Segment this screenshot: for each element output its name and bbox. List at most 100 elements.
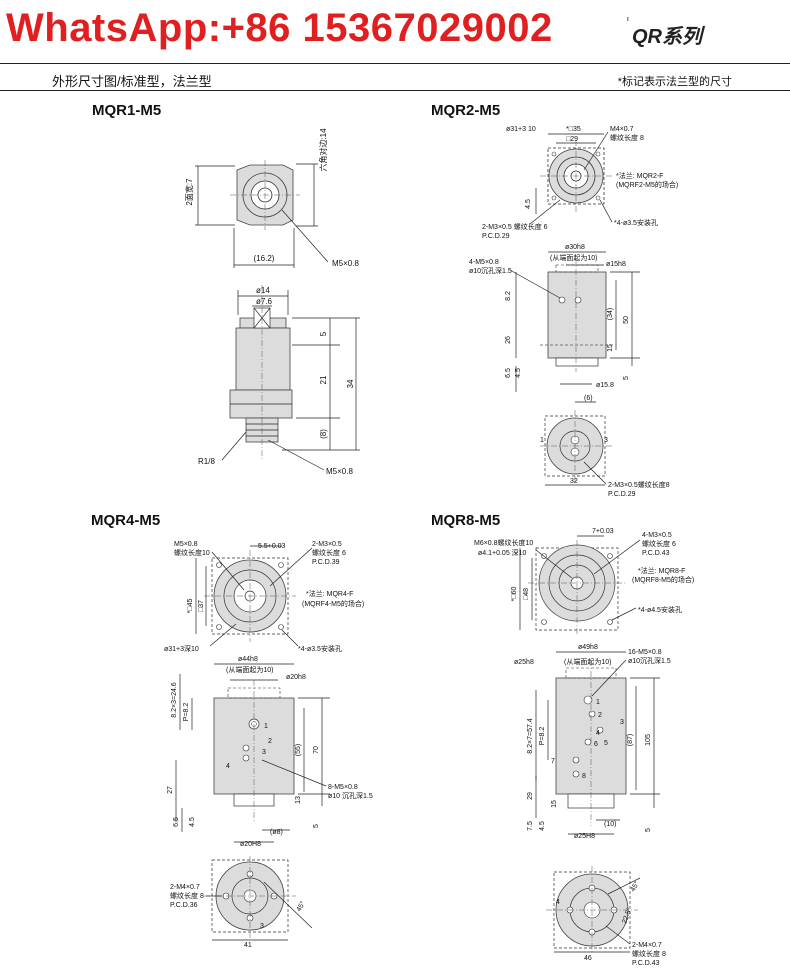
mqr2-pcd: P.C.D.29 — [482, 233, 510, 240]
mqr4-d4-5: 4.5 — [189, 817, 196, 827]
mqr1-port-m5-b: M5×0.8 — [326, 467, 353, 476]
mqr4-n1: 1 — [264, 723, 268, 730]
mqr4-drawing: M5×0.8 螺纹长度10 5.5+0.03 2-M3×0.5 螺纹长度 6 P… — [164, 541, 373, 949]
mqr2-flange-note: (MQRF2-M5的场合) — [616, 180, 678, 189]
mqr2-sq29: □29 — [566, 136, 578, 143]
mqr8-n8: 8 — [582, 773, 586, 780]
mqr4-dia31: ø31+3深10 — [164, 644, 199, 653]
mqr2-d34b: (34) — [607, 308, 614, 320]
mqr2-thread-len8: 螺纹长度 8 — [610, 133, 644, 142]
mqr4-pcd2: P.C.D.36 — [170, 902, 198, 909]
mqr2-body — [547, 271, 607, 359]
mqr8-d29: 29 — [527, 792, 534, 800]
mqr4-n3: 3 — [262, 749, 266, 756]
mqr2-d4-5: 4.5 — [525, 199, 532, 209]
mqr8-d46: 46 — [584, 955, 592, 962]
mqr1-hex-label: 六角对边:14 — [318, 128, 328, 172]
mqr8-n6: 6 — [594, 741, 598, 748]
mqr8-dia25H8: ø25H8 — [574, 833, 595, 840]
mqr2-sq35: *□35 — [566, 126, 581, 133]
mqr1-body — [235, 327, 291, 391]
mqr4-counter: ø10 沉孔深1.5 — [328, 791, 373, 800]
mqr1-dia7-6: ø7.6 — [256, 297, 273, 306]
mqr8-pcd2: P.C.D.43 — [632, 960, 660, 967]
mqr8-d5: 5 — [645, 828, 652, 832]
title-mqr8: MQR8-M5 — [431, 512, 501, 529]
mqr8-d7-5: 7.5 — [527, 821, 534, 831]
mqr1-d21: 21 — [319, 375, 328, 384]
mqr2-n3: 3 — [604, 437, 608, 444]
mqr2-flange: *法兰: MQR2-F — [616, 171, 663, 180]
mqr4-flange: *法兰: MQR4-F — [306, 589, 353, 598]
mqr4-d5-5: 5.5+0.03 — [258, 543, 286, 550]
mqr2-m4: M4×0.7 — [610, 126, 634, 133]
mqr4-thread-len8: 螺纹长度 8 — [170, 891, 204, 900]
mqr1-d5: 5 — [319, 331, 328, 336]
mqr4-d70: 70 — [313, 746, 320, 754]
mqr4-d8: (ø8) — [270, 829, 283, 836]
mqr4-from-end: (从端面起为10) — [226, 665, 273, 674]
series-title: QR系列 — [632, 26, 702, 48]
mqr1-d34: 34 — [346, 379, 355, 388]
mqr2-d5b: 5 — [623, 376, 630, 380]
mqr2-from-end: (从端面起为10) — [550, 253, 597, 262]
mqr4-hole: *4-ø3.5安装孔 — [298, 644, 342, 653]
mqr8-d4-5: 4.5 — [539, 821, 546, 831]
mqr2-d50: 50 — [623, 316, 630, 324]
mqr8-sq60: *□60 — [511, 587, 518, 602]
mqr2-d6: (6) — [584, 395, 593, 402]
series-prefix: ' — [626, 14, 630, 34]
mqr8-hole: *4-ø4.5安装孔 — [638, 605, 682, 614]
mqr4-d3: 3 — [260, 923, 264, 930]
mqr4-d45: 45° — [295, 900, 307, 913]
mqr8-m4b: 2-M4×0.7 — [632, 942, 662, 949]
mqr2-d15: 15 — [607, 344, 614, 352]
mqr8-flange: *法兰: MQR8-F — [638, 566, 685, 575]
mqr8-pcd: P.C.D.43 — [642, 550, 670, 557]
mqr2-d4-5b: 4.5 — [515, 368, 522, 378]
mqr1-width-2: 2面宽:7 — [184, 178, 194, 206]
mqr2-n1: 1 — [540, 437, 544, 444]
mqr8-sq48: □48 — [523, 588, 530, 600]
mqr8-n1: 1 — [596, 699, 600, 706]
mqr2-m3b: 2-M3×0.5螺纹长度8 — [608, 480, 670, 489]
mqr4-d41: 41 — [244, 942, 252, 949]
mqr2-d26: 26 — [505, 336, 512, 344]
mqr1-thread-label: R1/8 — [198, 457, 215, 466]
title-mqr2: MQR2-M5 — [431, 102, 501, 119]
subtitle-right: *标记表示法兰型的尺寸 — [617, 76, 732, 88]
mqr8-d87: (87) — [627, 734, 634, 746]
mqr8-drawing: M6×0.8螺纹长度10 ø4.1+0.05 深10 7+0.03 4-M3×0… — [474, 528, 694, 967]
mqr4-thread-len6: 螺纹长度 6 — [312, 548, 346, 557]
mqr4-n2: 2 — [268, 738, 272, 745]
mqr8-p: P=8.2 — [539, 727, 546, 746]
mqr2-pcd2: P.C.D.29 — [608, 491, 636, 498]
mqr2-m3: 2-M3×0.5 螺纹长度 6 — [482, 222, 548, 231]
mqr1-drawing: 2面宽:7 六角对边:14 (16.2) M5×0.8 ø14 ø7.6 — [184, 128, 360, 476]
mqr4-p: P=8.2 — [183, 703, 190, 722]
mqr4-dia20h8: ø20h8 — [286, 674, 306, 681]
mqr4-m4: 2-M4×0.7 — [170, 884, 200, 891]
mqr8-n7: 7 — [551, 758, 555, 765]
mqr1-port-m5: M5×0.8 — [332, 259, 359, 268]
mqr1-len-16-2: (16.2) — [254, 254, 275, 263]
mqr2-d32: 32 — [570, 478, 578, 485]
mqr4-sq37: □37 — [198, 600, 205, 612]
mqr2-d8-2: 8.2 — [505, 291, 512, 301]
mqr8-d8-2x7: 8.2×7=57.4 — [527, 718, 534, 754]
mqr8-d10: (10) — [604, 821, 616, 828]
mqr2-d6-5: 6.5 — [505, 368, 512, 378]
mqr2-dia30h8: ø30h8 — [565, 244, 585, 251]
mqr4-m5: M5×0.8 — [174, 541, 198, 548]
mqr2-counter: ø10沉孔深1.5 — [469, 266, 512, 275]
mqr4-d6-5: 6.5 — [173, 817, 180, 827]
mqr4-dia44h8: ø44h8 — [238, 656, 258, 663]
mqr8-d15: 15 — [551, 800, 558, 808]
mqr8-thread-len8: 螺纹长度 8 — [632, 949, 666, 958]
mqr4-n4: 4 — [226, 763, 230, 770]
mqr2-hole: *4-ø3.5安装孔 — [614, 218, 658, 227]
mqr4-m5b: 8-M5×0.8 — [328, 784, 358, 791]
whatsapp-watermark: WhatsApp:+86 15367029002 — [6, 6, 553, 50]
mqr1-dia14: ø14 — [256, 286, 270, 295]
